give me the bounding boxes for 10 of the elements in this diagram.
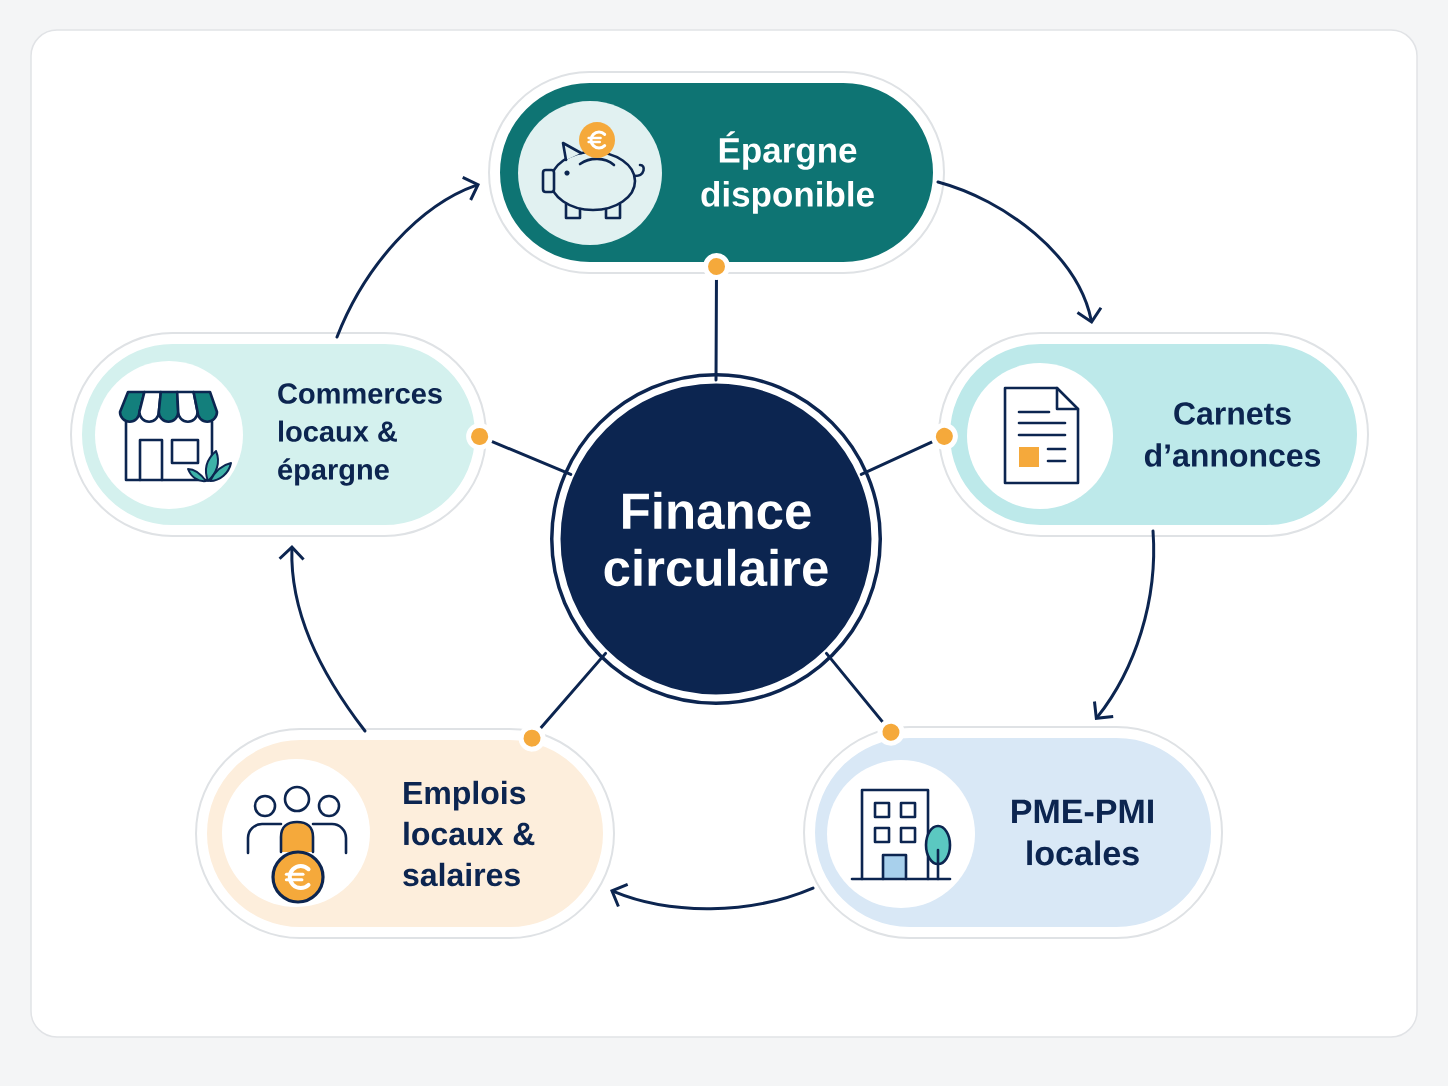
arrow <box>278 545 367 733</box>
arrow <box>1092 529 1156 720</box>
connector-line <box>824 651 905 746</box>
arrow <box>610 883 815 911</box>
arrow <box>936 180 1103 324</box>
connector-line <box>859 422 958 476</box>
connector-line <box>518 651 608 752</box>
arrow <box>335 176 480 339</box>
connector-line <box>703 253 730 382</box>
connector-line <box>466 422 573 476</box>
